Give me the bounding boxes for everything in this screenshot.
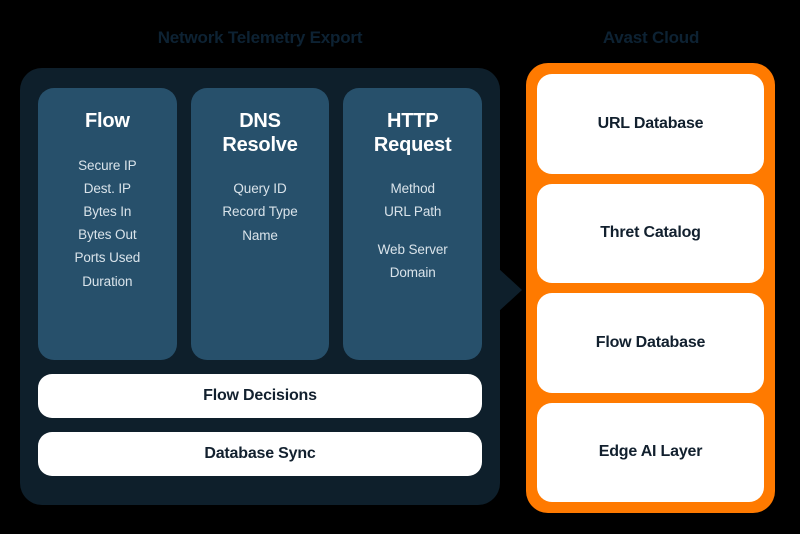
list-item: Web Server <box>377 241 448 257</box>
list-item: Dest. IP <box>83 180 131 196</box>
cloud-card-label: Flow Database <box>595 333 706 351</box>
cloud-card-thret-catalog[interactable]: Thret Catalog <box>537 183 764 283</box>
telemetry-column-dns-resolve[interactable]: DNS Resolve Query ID Record Type Name <box>190 88 330 360</box>
list-item: Record Type <box>222 204 298 220</box>
column-heading: HTTP Request <box>373 110 452 156</box>
cloud-card-flow-database[interactable]: Flow Database <box>537 293 764 393</box>
arrow-right-icon <box>498 268 522 312</box>
list-item: Method <box>390 181 435 197</box>
cloud-section-title: Avast Cloud <box>602 28 700 47</box>
telemetry-columns: Flow Secure IP Dest. IP Bytes In Bytes O… <box>38 88 483 360</box>
cloud-card-url-database[interactable]: URL Database <box>537 74 764 174</box>
list-item: Ports Used <box>74 250 141 266</box>
cloud-panel: URL Database Thret Catalog Flow Database… <box>526 63 775 513</box>
bar-label: Database Sync <box>204 445 316 462</box>
list-item: Secure IP <box>78 157 137 173</box>
list-item: Duration <box>82 273 133 289</box>
column-item-list: Method URL Path Web Server Domain <box>351 177 474 284</box>
column-item-list: Secure IP Dest. IP Bytes In Bytes Out Po… <box>46 154 169 293</box>
list-item: Bytes In <box>83 204 132 220</box>
cloud-card-edge-ai-layer[interactable]: Edge AI Layer <box>537 402 764 502</box>
list-item: Query ID <box>233 181 287 197</box>
telemetry-column-flow[interactable]: Flow Secure IP Dest. IP Bytes In Bytes O… <box>38 88 177 360</box>
column-heading: DNS Resolve <box>222 110 298 156</box>
list-item: Domain <box>389 264 436 280</box>
cloud-card-label: Thret Catalog <box>600 224 701 242</box>
telemetry-bar-flow-decisions[interactable]: Flow Decisions <box>38 374 482 418</box>
telemetry-column-http-request[interactable]: HTTP Request Method URL Path Web Server … <box>343 88 483 360</box>
telemetry-bar-database-sync[interactable]: Database Sync <box>38 432 482 476</box>
telemetry-section-title: Network Telemetry Export <box>157 28 363 47</box>
cloud-card-label: Edge AI Layer <box>598 443 703 461</box>
list-item: URL Path <box>384 204 442 220</box>
column-heading: Flow <box>84 110 130 132</box>
cloud-card-label: URL Database <box>597 114 704 132</box>
list-item: Bytes Out <box>78 227 137 243</box>
list-item: Name <box>242 227 278 243</box>
column-item-list: Query ID Record Type Name <box>199 177 322 247</box>
bar-label: Flow Decisions <box>203 387 317 404</box>
telemetry-panel: Flow Secure IP Dest. IP Bytes In Bytes O… <box>20 68 500 505</box>
column-item-subgroup: Web Server Domain <box>351 238 474 284</box>
